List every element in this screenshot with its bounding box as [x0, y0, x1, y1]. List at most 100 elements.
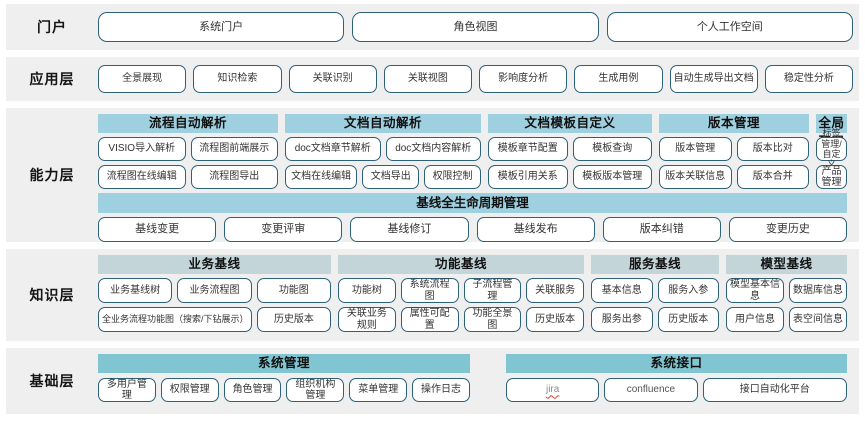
know-item-history-version[interactable]: 历史版本	[526, 307, 584, 332]
know-item-related-business-rule[interactable]: 关联业务规则	[338, 307, 396, 332]
cap-item-doc-export[interactable]: 文档导出	[362, 165, 420, 189]
capability-group-version-mgmt: 版本管理 版本管理 版本比对 版本关联信息 版本合并	[659, 114, 809, 189]
know-item-related-service[interactable]: 关联服务	[526, 278, 584, 303]
app-item-auto-export-doc[interactable]: 自动生成导出文档	[669, 65, 758, 93]
cap-item-flowchart-frontend-display[interactable]: 流程图前端展示	[190, 137, 278, 161]
capability-group-row: 流程自动解析 VISIO导入解析 流程图前端展示 流程图在线编辑 流程图导出 文…	[98, 114, 847, 189]
layer-application-body: 全景展现 知识检索 关联识别 关联视图 影响度分析 生成用例 自动生成导出文档 …	[98, 65, 859, 93]
layer-base-body: 系统管理 多用户管理 权限管理 角色管理 组织机构管理 菜单管理 操作日志 系统…	[98, 348, 859, 414]
cap-item-template-reference-relation[interactable]: 模板引用关系	[488, 165, 568, 189]
app-item-impact-analysis[interactable]: 影响度分析	[479, 65, 568, 93]
layer-portal-body: 系统门户 角色视图 个人工作空间	[98, 12, 859, 42]
app-item-knowledge-search[interactable]: 知识检索	[193, 65, 282, 93]
base-item-operation-log[interactable]: 操作日志	[412, 378, 470, 402]
layer-application-label: 应用层	[29, 71, 75, 87]
base-item-role-mgmt[interactable]: 角色管理	[223, 378, 282, 402]
layer-capability-body: 流程自动解析 VISIO导入解析 流程图前端展示 流程图在线编辑 流程图导出 文…	[98, 108, 859, 242]
cap-item-doc-chapter-parse[interactable]: doc文档章节解析	[285, 137, 381, 161]
baseline-item-change[interactable]: 基线变更	[98, 217, 217, 242]
baseline-lifecycle-title: 基线全生命周期管理	[98, 193, 847, 213]
know-item-full-business-flow-function-chart[interactable]: 全业务流程功能图（搜索/下钻展示）	[98, 307, 252, 332]
know-item-user-info[interactable]: 用户信息	[726, 307, 784, 332]
cap-item-permission-control[interactable]: 权限控制	[424, 165, 481, 189]
layer-application: 应用层 全景展现 知识检索 关联识别 关联视图 影响度分析 生成用例 自动生成导…	[6, 57, 859, 101]
cap-item-version-relation-info[interactable]: 版本关联信息	[659, 165, 732, 189]
app-item-relation-recognition[interactable]: 关联识别	[288, 65, 377, 93]
know-item-business-flowchart[interactable]: 业务流程图	[177, 278, 252, 303]
cap-item-template-version-mgmt[interactable]: 模板版本管理	[572, 165, 652, 189]
know-item-function-panorama[interactable]: 功能全景图	[463, 307, 522, 332]
baseline-item-release[interactable]: 基线发布	[476, 217, 595, 242]
cap-item-version-mgmt[interactable]: 版本管理	[659, 137, 732, 161]
knowledge-group-function-baseline: 功能基线 功能树 系统流程图 子流程管理 关联服务 关联业务规则 属性可配置 功…	[338, 255, 584, 335]
know-item-history-version[interactable]: 历史版本	[256, 307, 331, 332]
cap-item-doc-online-edit[interactable]: 文档在线编辑	[285, 165, 358, 189]
capability-baseline-block: 基线全生命周期管理 基线变更 变更评审 基线修订 基线发布 版本纠错 变更历史	[98, 193, 848, 242]
know-item-service-output-param[interactable]: 服务出参	[591, 307, 653, 332]
capability-group-doc-template: 文档模板自定义 模板章节配置 模板查询 模板引用关系 模板版本管理	[488, 114, 652, 189]
base-group-system-interface: 系统接口 jira confluence 接口自动化平台	[506, 354, 847, 408]
app-item-generate-case[interactable]: 生成用例	[574, 65, 663, 93]
know-item-attribute-configurable[interactable]: 属性可配置	[400, 307, 459, 332]
know-item-subprocess-mgmt[interactable]: 子流程管理	[463, 278, 522, 303]
base-group-title: 系统接口	[506, 354, 847, 373]
portal-item-personal-workspace[interactable]: 个人工作空间	[606, 12, 853, 42]
knowledge-group-title: 模型基线	[726, 255, 847, 274]
app-item-stability-analysis[interactable]: 稳定性分析	[764, 65, 853, 93]
capability-group-doc-parse: 文档自动解析 doc文档章节解析 doc文档内容解析 文档在线编辑 文档导出 权…	[285, 114, 481, 189]
layer-portal-label: 门户	[37, 19, 67, 35]
knowledge-group-service-baseline: 服务基线 基本信息 服务入参 服务出参 历史版本	[591, 255, 719, 335]
base-item-confluence[interactable]: confluence	[604, 378, 698, 402]
confluence-label: confluence	[626, 384, 676, 396]
portal-item-row: 系统门户 角色视图 个人工作空间	[98, 12, 853, 42]
knowledge-group-business-baseline: 业务基线 业务基线树 业务流程图 功能图 全业务流程功能图（搜索/下钻展示） 历…	[98, 255, 331, 335]
know-item-basic-info[interactable]: 基本信息	[591, 278, 653, 303]
baseline-item-change-review[interactable]: 变更评审	[224, 217, 343, 242]
know-item-function-chart[interactable]: 功能图	[256, 278, 331, 303]
base-item-menu-mgmt[interactable]: 菜单管理	[349, 378, 408, 402]
baseline-item-change-history[interactable]: 变更历史	[728, 217, 848, 242]
know-item-database-info[interactable]: 数据库信息	[789, 278, 847, 303]
cap-item-flowchart-online-edit[interactable]: 流程图在线编辑	[98, 165, 186, 189]
cap-item-doc-content-parse[interactable]: doc文档内容解析	[385, 137, 481, 161]
portal-item-system-portal[interactable]: 系统门户	[98, 12, 345, 42]
app-item-relation-view[interactable]: 关联视图	[383, 65, 472, 93]
cap-item-version-merge[interactable]: 版本合并	[736, 165, 809, 189]
capability-group-title: 流程自动解析	[98, 114, 278, 133]
layer-knowledge: 知识层 业务基线 业务基线树 业务流程图 功能图 全业务流程功能图（搜索/下钻展…	[6, 249, 859, 341]
layer-knowledge-label: 知识层	[29, 287, 75, 303]
base-item-permission-mgmt[interactable]: 权限管理	[160, 378, 219, 402]
knowledge-group-title: 业务基线	[98, 255, 331, 274]
know-item-function-tree[interactable]: 功能树	[338, 278, 396, 303]
base-item-interface-automation-platform[interactable]: 接口自动化平台	[702, 378, 847, 402]
cap-item-template-chapter-config[interactable]: 模板章节配置	[488, 137, 568, 161]
cap-item-version-compare[interactable]: 版本比对	[736, 137, 809, 161]
know-item-business-baseline-tree[interactable]: 业务基线树	[98, 278, 173, 303]
know-item-service-input-param[interactable]: 服务入参	[657, 278, 719, 303]
cap-item-template-query[interactable]: 模板查询	[572, 137, 652, 161]
know-item-tablespace-info[interactable]: 表空间信息	[789, 307, 847, 332]
layer-capability: 能力层 流程自动解析 VISIO导入解析 流程图前端展示 流程图在线编辑 流程图…	[6, 108, 859, 242]
base-group-title: 系统管理	[98, 354, 470, 373]
capability-group-title: 版本管理	[659, 114, 809, 133]
know-item-history-version[interactable]: 历史版本	[657, 307, 719, 332]
portal-item-role-view[interactable]: 角色视图	[352, 12, 599, 42]
baseline-item-version-correction[interactable]: 版本纠错	[602, 217, 721, 242]
layer-knowledge-body: 业务基线 业务基线树 业务流程图 功能图 全业务流程功能图（搜索/下钻展示） 历…	[98, 249, 859, 341]
cap-item-product-mgmt[interactable]: 产品管理	[816, 165, 847, 189]
cap-item-tag-mgmt-custom[interactable]: 标签管理/自定义	[816, 128, 847, 169]
layer-portal: 门户 系统门户 角色视图 个人工作空间	[6, 4, 859, 50]
know-item-system-flowchart[interactable]: 系统流程图	[400, 278, 459, 303]
base-item-multi-user-mgmt[interactable]: 多用户管理	[98, 378, 156, 402]
knowledge-group-model-baseline: 模型基线 模型基本信息 数据库信息 用户信息 表空间信息	[726, 255, 847, 335]
app-item-panorama[interactable]: 全景展现	[98, 65, 187, 93]
capability-group-global-config: 全局配置 标签管理/自定义 产品管理	[816, 114, 847, 189]
capability-group-process-parse: 流程自动解析 VISIO导入解析 流程图前端展示 流程图在线编辑 流程图导出	[98, 114, 278, 189]
cap-item-flowchart-export[interactable]: 流程图导出	[190, 165, 278, 189]
base-item-jira[interactable]: jira	[506, 378, 600, 402]
cap-item-visio-import-parse[interactable]: VISIO导入解析	[98, 137, 186, 161]
know-item-model-basic-info[interactable]: 模型基本信息	[726, 278, 784, 303]
baseline-item-revision[interactable]: 基线修订	[350, 217, 469, 242]
base-item-org-structure-mgmt[interactable]: 组织机构管理	[286, 378, 345, 402]
